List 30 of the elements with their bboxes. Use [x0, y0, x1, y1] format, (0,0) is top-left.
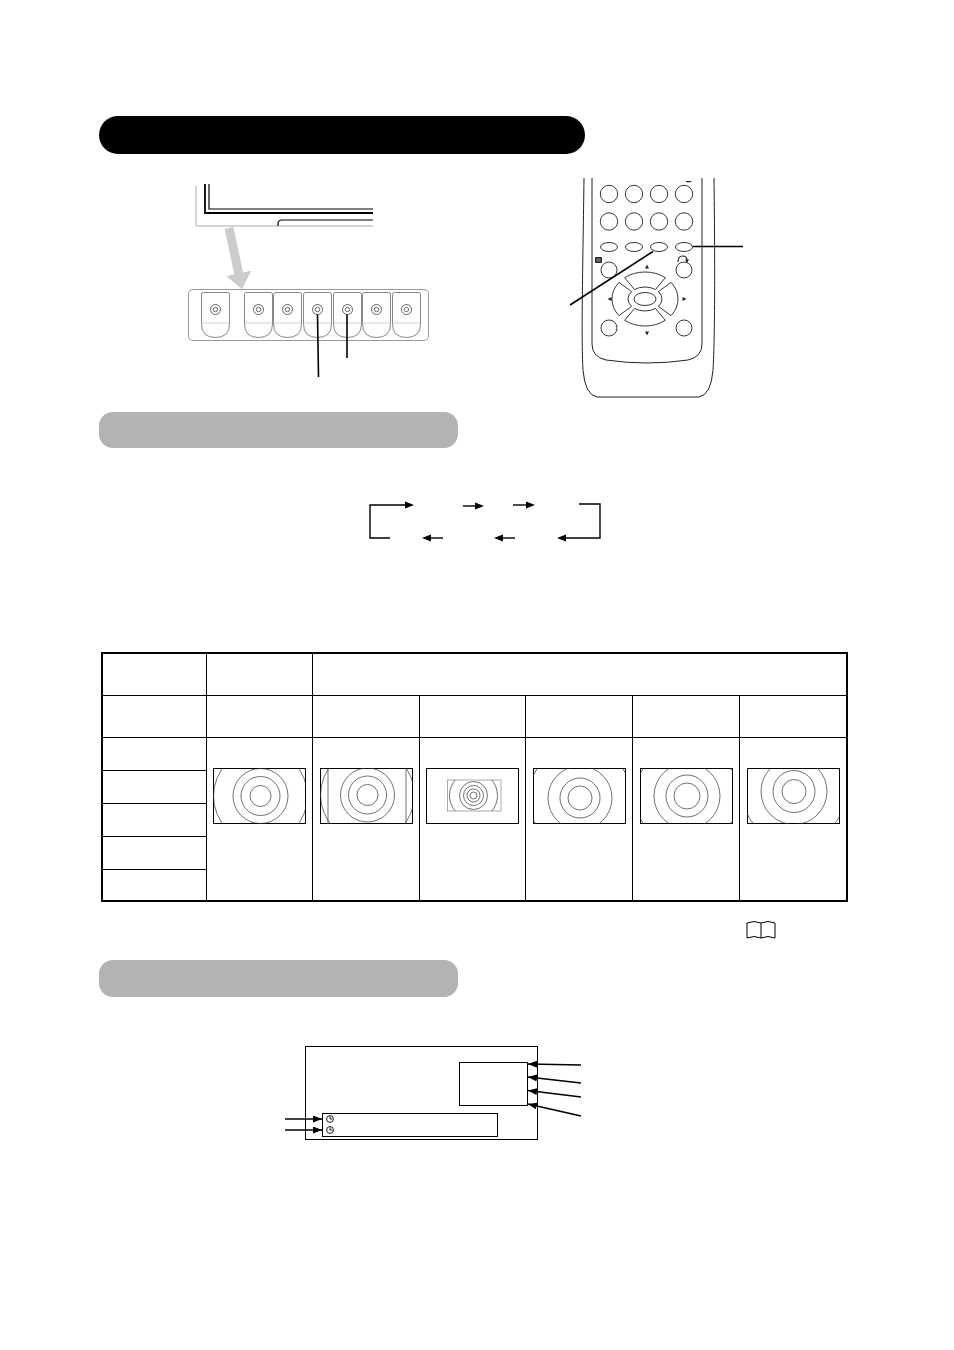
remote-button — [600, 241, 618, 252]
sub-picture-window — [459, 1062, 528, 1106]
remote-button — [675, 241, 693, 252]
jack-socket — [312, 303, 323, 315]
remote-button — [650, 241, 668, 252]
block-arrow — [224, 227, 252, 289]
screen-frame — [305, 1046, 538, 1140]
leader-line — [316, 313, 320, 378]
jack-socket — [371, 303, 382, 315]
jack-socket — [341, 303, 353, 315]
jack-socket — [401, 303, 412, 315]
leader-line — [692, 245, 744, 248]
arrow — [527, 1102, 582, 1117]
jack-socket — [210, 303, 221, 315]
arrow — [284, 1115, 323, 1123]
control-panel — [188, 289, 429, 341]
remote-button — [625, 241, 643, 252]
section-band — [99, 412, 458, 448]
arrow — [527, 1060, 582, 1068]
jack-socket — [252, 303, 264, 315]
status-bar — [322, 1113, 498, 1137]
header-band — [99, 116, 585, 154]
leader-line — [569, 250, 654, 306]
leader-line — [346, 313, 348, 359]
arrow — [527, 1088, 582, 1098]
arrow — [527, 1074, 582, 1084]
arrow — [284, 1126, 323, 1134]
section-band — [99, 960, 458, 997]
tv-drawing — [195, 182, 373, 228]
jack-socket — [282, 303, 293, 315]
